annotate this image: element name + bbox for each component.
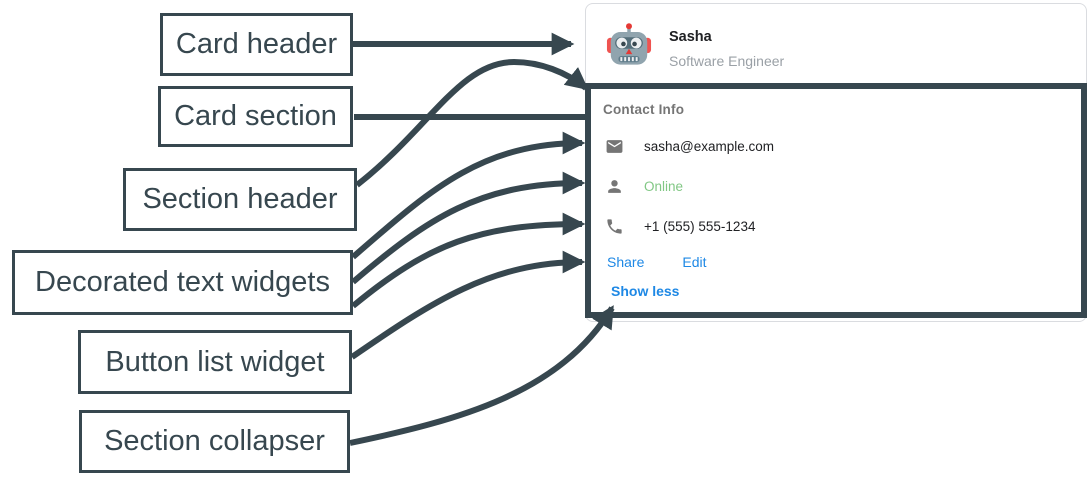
arrow-button-list bbox=[350, 250, 586, 360]
annotation-label-button-list-widget: Button list widget bbox=[78, 330, 352, 394]
card-header: Sasha Software Engineer bbox=[586, 4, 1086, 84]
mail-icon bbox=[605, 137, 624, 156]
robot-avatar-icon bbox=[606, 21, 652, 66]
status-text: Online bbox=[644, 178, 684, 194]
arrow-decorated-email bbox=[351, 131, 586, 260]
arrow-section-header bbox=[355, 58, 589, 188]
share-button[interactable]: Share bbox=[607, 254, 645, 270]
decorated-text-email: sasha@example.com bbox=[605, 136, 774, 156]
button-list: Share Edit bbox=[607, 254, 706, 270]
email-text: sasha@example.com bbox=[644, 138, 775, 154]
phone-text: +1 (555) 555-1234 bbox=[644, 218, 756, 234]
annotation-label-section-header: Section header bbox=[123, 168, 357, 231]
phone-icon bbox=[605, 217, 624, 236]
arrow-section-collapser bbox=[349, 305, 615, 446]
show-less-button[interactable]: Show less bbox=[611, 283, 680, 299]
section-header-title: Contact Info bbox=[603, 102, 685, 117]
annotation-label-section-collapser: Section collapser bbox=[79, 410, 350, 473]
card-section: Contact Info sasha@example.com Online +1… bbox=[585, 83, 1087, 318]
person-name: Sasha bbox=[669, 29, 712, 45]
annotation-label-card-header: Card header bbox=[160, 13, 353, 76]
decorated-text-status: Online bbox=[605, 176, 683, 196]
person-icon bbox=[605, 177, 624, 196]
annotation-label-card-section: Card section bbox=[158, 86, 353, 147]
profile-card: Sasha Software Engineer bbox=[585, 3, 1087, 322]
edit-button[interactable]: Edit bbox=[682, 254, 707, 270]
person-role: Software Engineer bbox=[669, 53, 785, 69]
arrow-decorated-online bbox=[351, 171, 586, 285]
annotation-label-decorated-text-widgets: Decorated text widgets bbox=[12, 250, 353, 315]
arrow-decorated-phone bbox=[351, 212, 586, 309]
decorated-text-phone: +1 (555) 555-1234 bbox=[605, 216, 755, 236]
